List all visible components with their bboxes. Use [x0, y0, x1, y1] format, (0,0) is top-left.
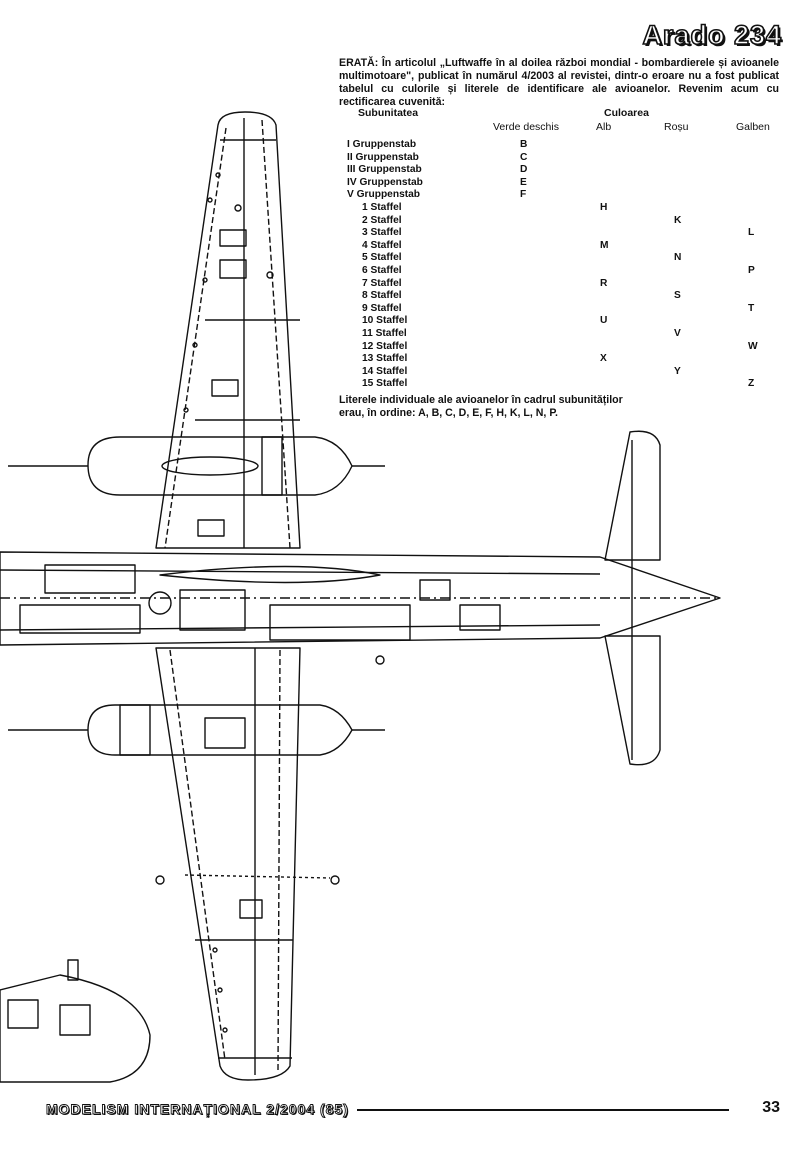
page-number: 33: [762, 1099, 780, 1116]
table-row-unit: 4 Staffel: [362, 239, 402, 251]
table-row-unit: 14 Staffel: [362, 365, 408, 377]
table-row-unit: III Gruppenstab: [347, 164, 422, 176]
erratum-label: ERATĂ:: [339, 57, 379, 69]
table-row-letter: V: [674, 328, 681, 339]
table-row-unit: V Gruppenstab: [347, 189, 421, 201]
table-row-unit: IV Gruppenstab: [347, 176, 423, 188]
column-header-rosu: Roșu: [664, 121, 689, 133]
table-row-letter: W: [748, 340, 758, 352]
table-row-letter: R: [600, 277, 608, 289]
column-header-galben: Galben: [736, 121, 770, 133]
table-row-letter: N: [674, 252, 682, 264]
table-row-unit: 3 Staffel: [362, 227, 402, 239]
table-row-unit: II Gruppenstab: [347, 151, 419, 163]
table-row-letter: S: [674, 290, 681, 302]
footer-divider: [357, 1109, 729, 1111]
table-row-letter: U: [600, 315, 608, 327]
table-row-unit: 15 Staffel: [362, 378, 408, 390]
tailplane: [604, 430, 661, 561]
table-row-letter: E: [520, 176, 527, 188]
table-row-letter: L: [748, 227, 755, 239]
table-row-letter: Z: [748, 378, 755, 390]
table-row-unit: 11 Staffel: [362, 328, 407, 339]
table-row-unit: 6 Staffel: [362, 265, 402, 276]
cockpit-inset: [0, 974, 151, 1083]
table-row-unit: 1 Staffel: [362, 202, 402, 213]
table-unit-header: Subunitatea: [358, 107, 419, 119]
table-row-letter: M: [600, 239, 609, 251]
table-row-unit: 13 Staffel: [362, 353, 408, 365]
table-row-unit: 9 Staffel: [362, 302, 402, 314]
fuselage: [0, 551, 721, 646]
table-row-letter: X: [600, 353, 607, 365]
table-row-unit: 2 Staffel: [362, 214, 402, 226]
table-row-unit: I Gruppenstab: [347, 139, 417, 150]
table-row-letter: Y: [674, 365, 681, 377]
table-row-unit: 8 Staffel: [362, 290, 402, 302]
table-row-unit: 10 Staffel: [362, 315, 408, 327]
table-row-letter: T: [748, 302, 755, 314]
table-color-header: Culoarea: [604, 107, 649, 119]
table-row-letter: P: [748, 265, 755, 276]
table-row-letter: H: [600, 202, 608, 213]
magazine-footer: MODELISM INTERNAȚIONAL 2/2004 (85): [46, 1101, 349, 1118]
table-footnote: Literele individuale ale avioanelor în c…: [339, 394, 623, 419]
page-title: Arado 234: [642, 19, 782, 51]
erratum-body: În articolul „Luftwaffe în al doilea răz…: [339, 57, 779, 108]
upper-wing: [155, 111, 301, 549]
upper-engine-nacelle: [87, 436, 353, 496]
column-header-verde-deschis: Verde deschis: [493, 121, 559, 133]
table-row-letter: C: [520, 151, 528, 163]
table-row-letter: F: [520, 189, 527, 201]
table-row-unit: 5 Staffel: [362, 252, 402, 264]
table-row-letter: K: [674, 214, 682, 226]
table-row-unit: 7 Staffel: [362, 277, 402, 289]
table-row-letter: D: [520, 164, 528, 176]
column-header-alb: Alb: [596, 121, 612, 133]
erratum-text: ERATĂ: În articolul „Luftwaffe în al doi…: [339, 57, 779, 109]
table-row-unit: 12 Staffel: [362, 340, 408, 352]
table-row-letter: B: [520, 139, 528, 150]
lower-wing: [155, 647, 301, 1081]
